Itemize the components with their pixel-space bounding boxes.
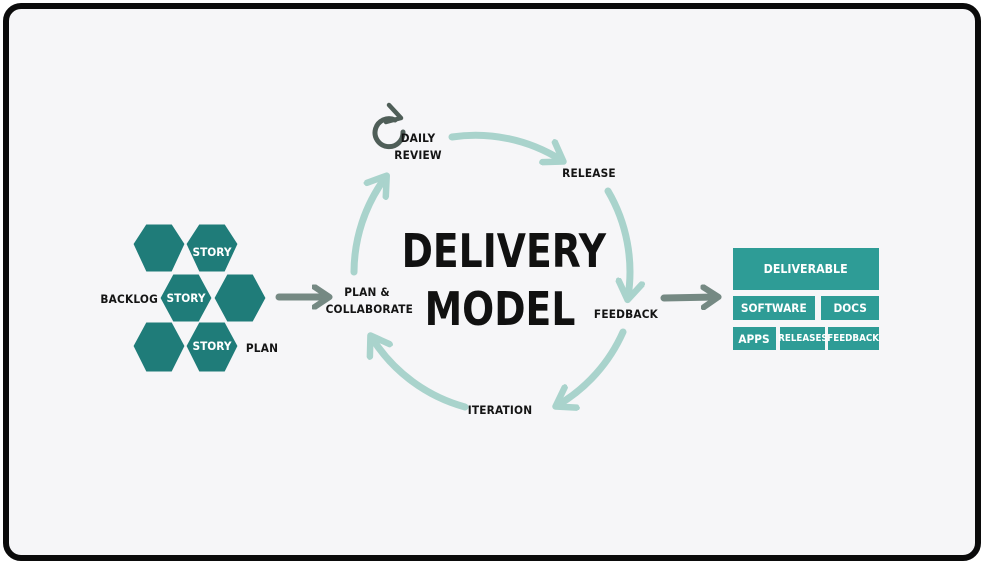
arc-release-to-feedback [604,187,630,297]
daily-review-refresh-icon [372,102,406,150]
daily-review-line1: DAILY [400,131,436,145]
plan-collaborate-label: PLAN & COLLABORATE [325,284,414,319]
deliverable-header-box: DELIVERABLE [733,248,879,290]
plan-collaborate-line1: PLAN & [344,285,390,299]
releases-box: RELEASES [777,327,828,350]
plan-collaborate-line2: COLLABORATE [325,302,414,317]
arc-iteration-to-plan [372,338,469,411]
daily-review-line2: REVIEW [394,148,442,163]
software-label: SOFTWARE [741,301,807,315]
apps-label: APPS [738,331,771,346]
diagram-title: DELIVERY MODEL [401,222,607,338]
docs-label: DOCS [833,301,867,315]
docs-box: DOCS [821,296,879,320]
daily-review-label: DAILY REVIEW [390,130,445,165]
arc-feedback-to-iteration [558,328,627,405]
release-label: RELEASE [562,166,616,180]
software-box: SOFTWARE [733,296,815,320]
deliverable-header-label: DELIVERABLE [764,262,848,276]
feedback-box: FEEDBACK [828,327,879,350]
story-label-2: STORY [166,291,206,305]
feedback-label: FEEDBACK [593,307,659,321]
title-line1: DELIVERY [401,224,607,278]
arc-plan-to-daily [350,178,385,276]
backlog-hexagon [132,223,186,273]
apps-box: APPS [733,327,776,350]
story-label-1: STORY [192,245,232,259]
story-hexagon-2 [159,273,213,323]
story-hexagon-3 [185,321,239,373]
flow-arrow-feedback-to-deliverable [660,297,716,298]
story-hexagon-1 [185,223,239,273]
plan-label: PLAN [245,341,279,355]
title-line2: MODEL [424,282,576,336]
backlog-hexagon [213,273,267,323]
arc-daily-to-release [448,131,561,160]
backlog-hexagon [132,321,186,373]
backlog-label: BACKLOG [100,292,158,306]
story-label-3: STORY [192,339,232,353]
releases-label: RELEASES [777,333,828,344]
feedback-box-label: FEEDBACK [827,333,880,344]
iteration-label: ITERATION [467,403,533,417]
